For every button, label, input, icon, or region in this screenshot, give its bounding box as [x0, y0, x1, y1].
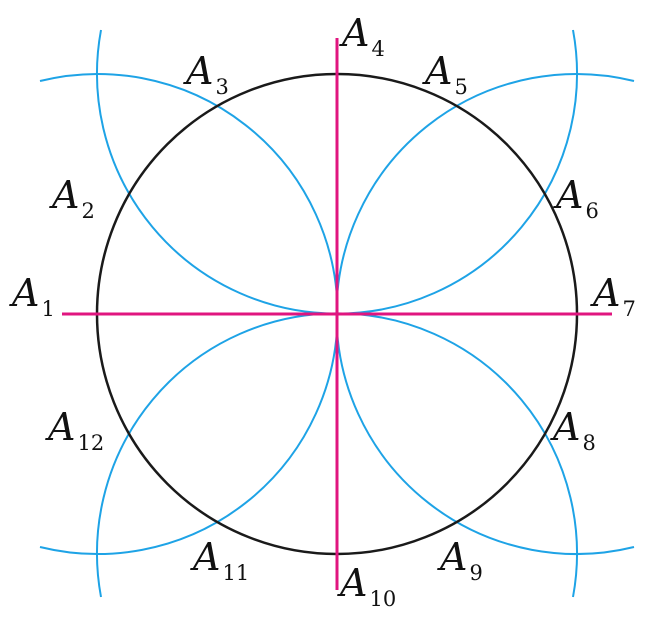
point-index: 8 — [582, 431, 595, 455]
point-label-a12: A12 — [45, 405, 104, 455]
point-letter: A — [45, 405, 75, 449]
point-letter: A — [49, 173, 79, 217]
point-index: 2 — [81, 199, 94, 223]
point-label-a10: A10 — [337, 561, 396, 611]
point-letter: A — [190, 535, 220, 579]
point-letter: A — [183, 49, 213, 93]
point-label-a1: A1 — [9, 271, 55, 321]
point-letter: A — [437, 535, 467, 579]
point-index: 1 — [41, 297, 54, 321]
point-label-a8: A8 — [550, 405, 596, 455]
point-letter: A — [553, 173, 583, 217]
point-label-a3: A3 — [183, 49, 229, 99]
point-letter: A — [422, 49, 452, 93]
point-index: 6 — [585, 199, 598, 223]
point-letter: A — [9, 271, 39, 315]
point-index: 3 — [215, 75, 228, 99]
point-label-a2: A2 — [49, 173, 95, 223]
point-index: 4 — [371, 37, 384, 61]
point-label-a4: A4 — [339, 11, 385, 61]
point-index: 10 — [369, 587, 396, 611]
point-index: 12 — [77, 431, 104, 455]
point-label-a11: A11 — [190, 535, 249, 585]
point-label-a9: A9 — [437, 535, 483, 585]
point-letter: A — [337, 561, 367, 605]
point-letter: A — [550, 405, 580, 449]
point-index: 7 — [622, 297, 635, 321]
point-index: 9 — [469, 561, 482, 585]
point-label-a5: A5 — [422, 49, 468, 99]
point-index: 11 — [222, 561, 249, 585]
point-label-a7: A7 — [590, 271, 636, 321]
point-index: 5 — [454, 75, 467, 99]
point-letter: A — [590, 271, 620, 315]
point-label-a6: A6 — [553, 173, 599, 223]
point-letter: A — [339, 11, 369, 55]
